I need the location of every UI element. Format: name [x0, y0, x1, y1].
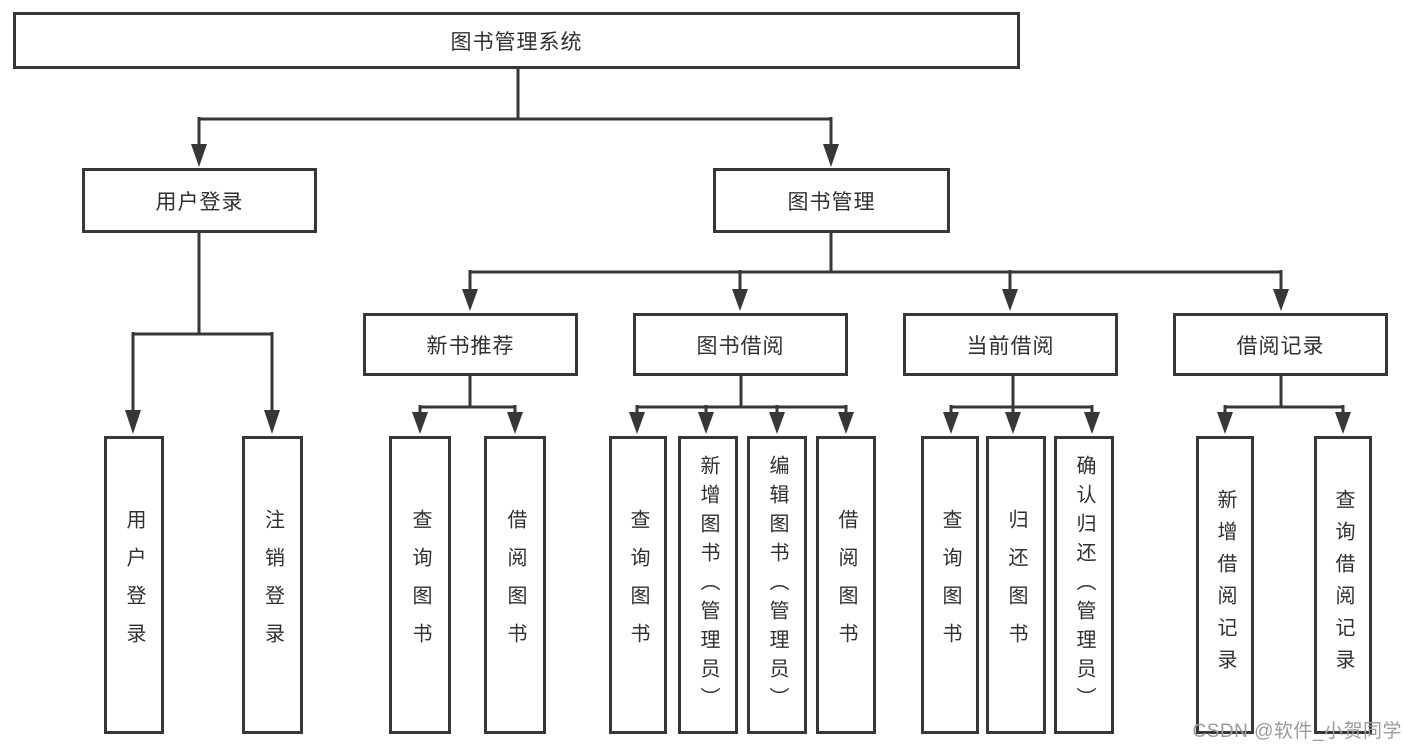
leaf-recommend-borrow-books: 借阅图书 — [484, 436, 546, 734]
leaf-logout-action: 注销登录 — [242, 436, 303, 734]
node-book-management-label: 图书管理 — [787, 190, 876, 214]
leaf-user-login-action: 用户登录 — [104, 436, 164, 734]
leaf-user-login-action-label: 用户登录 — [123, 509, 145, 661]
leaf-current-query-books: 查询图书 — [921, 436, 979, 734]
leaf-current-query-books-label: 查询图书 — [939, 509, 961, 661]
leaf-current-return-books: 归还图书 — [986, 436, 1046, 734]
node-book-management: 图书管理 — [713, 168, 950, 233]
leaf-records-add-record: 新增借阅记录 — [1196, 436, 1254, 734]
leaf-current-confirm-return-admin: 确认归还（管理员） — [1054, 436, 1114, 734]
leaf-records-query-record: 查询借阅记录 — [1314, 436, 1372, 734]
leaf-current-return-books-label: 归还图书 — [1005, 509, 1027, 661]
node-current-borrowing: 当前借阅 — [903, 313, 1118, 376]
node-root: 图书管理系统 — [13, 12, 1020, 69]
node-new-book-recommendation: 新书推荐 — [363, 313, 578, 376]
watermark: CSDN @软件_小贺同学 — [1192, 721, 1402, 742]
leaf-current-confirm-return-admin-label: 确认归还（管理员） — [1073, 454, 1095, 716]
leaf-records-add-record-label: 新增借阅记录 — [1214, 489, 1236, 681]
leaf-borrowing-edit-books-admin-label: 编辑图书（管理员） — [766, 454, 788, 716]
node-root-label: 图书管理系统 — [450, 30, 583, 54]
node-borrowing-records-label: 借阅记录 — [1236, 334, 1325, 358]
node-borrowing-records: 借阅记录 — [1173, 313, 1388, 376]
node-user-login: 用户登录 — [82, 168, 317, 233]
leaf-recommend-query-books: 查询图书 — [389, 436, 451, 734]
leaf-records-query-record-label: 查询借阅记录 — [1332, 489, 1354, 681]
leaf-borrowing-add-books-admin: 新增图书（管理员） — [678, 436, 738, 734]
leaf-recommend-borrow-books-label: 借阅图书 — [504, 509, 526, 661]
node-new-book-recommendation-label: 新书推荐 — [426, 334, 515, 358]
leaf-logout-action-label: 注销登录 — [261, 509, 284, 661]
leaf-borrowing-edit-books-admin: 编辑图书（管理员） — [747, 436, 807, 734]
node-current-borrowing-label: 当前借阅 — [966, 334, 1055, 358]
leaf-borrowing-borrow-books: 借阅图书 — [816, 436, 876, 734]
leaf-borrowing-borrow-books-label: 借阅图书 — [835, 509, 857, 661]
leaf-recommend-query-books-label: 查询图书 — [409, 509, 431, 661]
leaf-borrowing-add-books-admin-label: 新增图书（管理员） — [697, 454, 719, 716]
node-book-borrowing-label: 图书借阅 — [696, 334, 785, 358]
leaf-borrowing-query-books-label: 查询图书 — [627, 509, 649, 661]
leaf-borrowing-query-books: 查询图书 — [609, 436, 667, 734]
node-user-login-label: 用户登录 — [155, 190, 244, 214]
node-book-borrowing: 图书借阅 — [633, 313, 848, 376]
